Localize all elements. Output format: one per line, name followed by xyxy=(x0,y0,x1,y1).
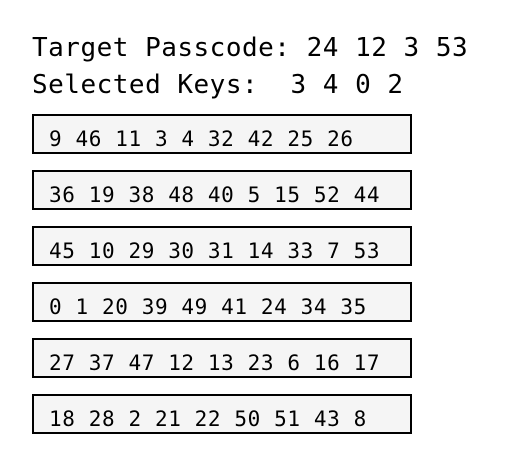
key-row-1[interactable]: 36 19 38 48 40 5 15 52 44 xyxy=(32,170,412,210)
key-row-2[interactable]: 45 10 29 30 31 14 33 7 53 xyxy=(32,226,412,266)
selected-keys-value: 3 4 0 2 xyxy=(290,70,404,100)
key-row-4[interactable]: 27 37 47 12 13 23 6 16 17 xyxy=(32,338,412,378)
key-row-numbers: 0 1 20 39 49 41 24 34 35 xyxy=(49,295,367,319)
key-row-0[interactable]: 9 46 11 3 4 32 42 25 26 xyxy=(32,114,412,154)
key-row-5[interactable]: 18 28 2 21 22 50 51 43 8 xyxy=(32,394,412,434)
selected-keys-label: Selected Keys: xyxy=(32,70,259,100)
key-row-numbers: 9 46 11 3 4 32 42 25 26 xyxy=(49,127,354,151)
key-row-numbers: 27 37 47 12 13 23 6 16 17 xyxy=(49,351,381,375)
key-row-numbers: 18 28 2 21 22 50 51 43 8 xyxy=(49,407,367,431)
selected-keys-line: Selected Keys: 3 4 0 2 xyxy=(32,70,404,100)
target-passcode-line: Target Passcode: 24 12 3 53 xyxy=(32,33,468,63)
key-row-3[interactable]: 0 1 20 39 49 41 24 34 35 xyxy=(32,282,412,322)
key-row-numbers: 36 19 38 48 40 5 15 52 44 xyxy=(49,183,381,207)
target-passcode-value: 24 12 3 53 xyxy=(306,33,469,63)
target-passcode-label: Target Passcode: xyxy=(32,33,291,63)
key-row-numbers: 45 10 29 30 31 14 33 7 53 xyxy=(49,239,381,263)
